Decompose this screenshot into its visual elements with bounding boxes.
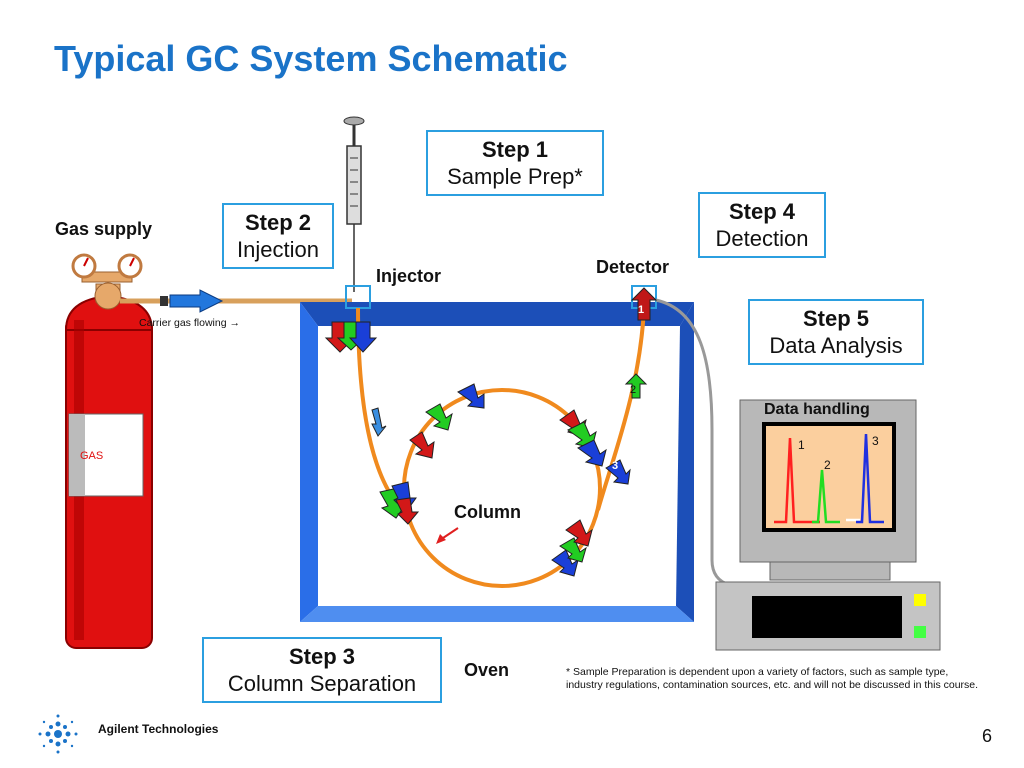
column — [356, 307, 646, 588]
syringe-icon — [343, 116, 365, 292]
injector-label: Injector — [376, 266, 442, 286]
step-1-box: Step 1 Sample Prep* — [426, 130, 604, 196]
step-4-desc: Detection — [715, 226, 809, 251]
data-handling-label: Data handling — [764, 401, 870, 418]
step-2-box: Step 2 Injection — [222, 203, 334, 269]
step-1-desc: Sample Prep* — [447, 164, 583, 189]
detector-arrow-number: 1 — [638, 304, 645, 316]
page-number: 6 — [981, 726, 992, 746]
step-1-label: Step 1 — [481, 137, 549, 162]
step-4-label: Step 4 — [728, 199, 796, 224]
detector-label: Detector — [596, 257, 670, 277]
column-label: Column — [454, 502, 521, 522]
arrow-3-number: 3 — [612, 460, 619, 472]
step-3-desc: Column Separation — [227, 671, 417, 696]
arrow-2-number: 2 — [630, 384, 637, 396]
carrier-gas-label: Carrier gas flowing → — [139, 317, 240, 329]
peak-1-label: 1 — [798, 438, 805, 452]
computer — [715, 399, 941, 651]
oven — [300, 302, 694, 622]
gas-text: GAS — [80, 450, 104, 462]
gas-cylinder — [64, 253, 154, 649]
step-2-label: Step 2 — [244, 210, 312, 235]
step-5-label: Step 5 — [802, 306, 870, 331]
step-3-box: Step 3 Column Separation — [202, 637, 442, 703]
step-5-box: Step 5 Data Analysis — [748, 299, 924, 365]
step-5-desc: Data Analysis — [769, 333, 903, 358]
peak-2-label: 2 — [824, 458, 831, 472]
step-3-label: Step 3 — [288, 644, 356, 669]
peak-3-label: 3 — [872, 434, 879, 448]
pressure-gauge-icon — [71, 253, 97, 279]
chromatogram — [774, 433, 884, 524]
step-2-desc: Injection — [237, 237, 319, 262]
carrier-flow-arrow-icon — [169, 289, 224, 313]
brand-name: Agilent Technologies — [98, 722, 219, 736]
step-4-box: Step 4 Detection — [698, 192, 826, 258]
gas-supply-label: Gas supply — [55, 219, 153, 239]
analyte-arrows — [324, 287, 658, 577]
detector-cable — [655, 298, 731, 587]
footnote: * Sample Preparation is dependent upon a… — [566, 666, 979, 691]
oven-label: Oven — [464, 660, 510, 680]
page-title: Typical GC System Schematic — [54, 38, 568, 79]
agilent-logo-icon — [38, 714, 78, 754]
pressure-gauge-icon — [117, 253, 143, 279]
